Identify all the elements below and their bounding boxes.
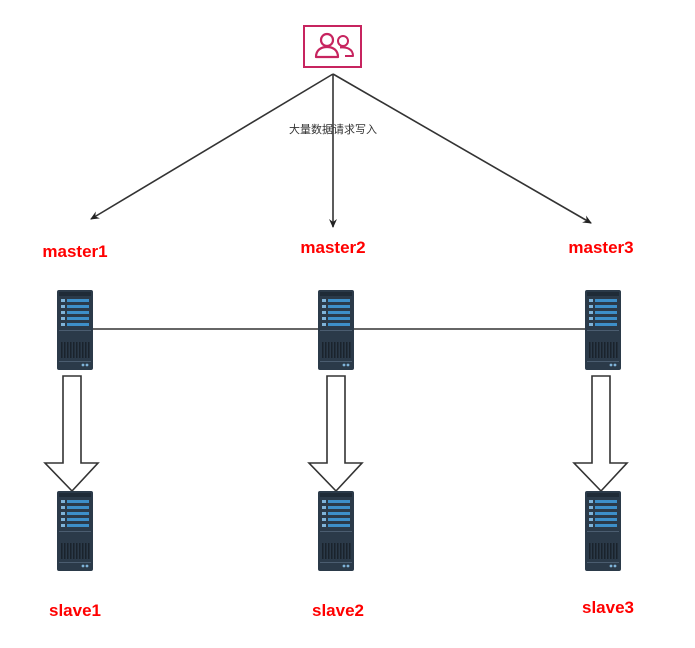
slave2-label: slave2: [312, 601, 364, 620]
edge-client-to-master1: [90, 73, 334, 220]
replication-arrow-3: [573, 375, 628, 492]
slave1-server-icon: [57, 491, 93, 571]
slave3-server-icon: [585, 491, 621, 571]
slave1-label: slave1: [49, 601, 101, 620]
replication-arrow-2: [308, 375, 363, 492]
users-icon: [303, 25, 362, 68]
master1-label: master1: [42, 242, 107, 261]
replication-arrow-1: [44, 375, 99, 492]
slave3-label: slave3: [582, 598, 634, 617]
edge-label: 大量数据请求写入: [289, 122, 377, 136]
master3-label: master3: [568, 238, 633, 257]
edge-client-to-master3: [332, 73, 592, 224]
master3-server-icon: [585, 290, 621, 370]
master2-label: master2: [300, 238, 365, 257]
master2-server-icon: [318, 290, 354, 370]
slave2-server-icon: [318, 491, 354, 571]
master1-server-icon: [57, 290, 93, 370]
